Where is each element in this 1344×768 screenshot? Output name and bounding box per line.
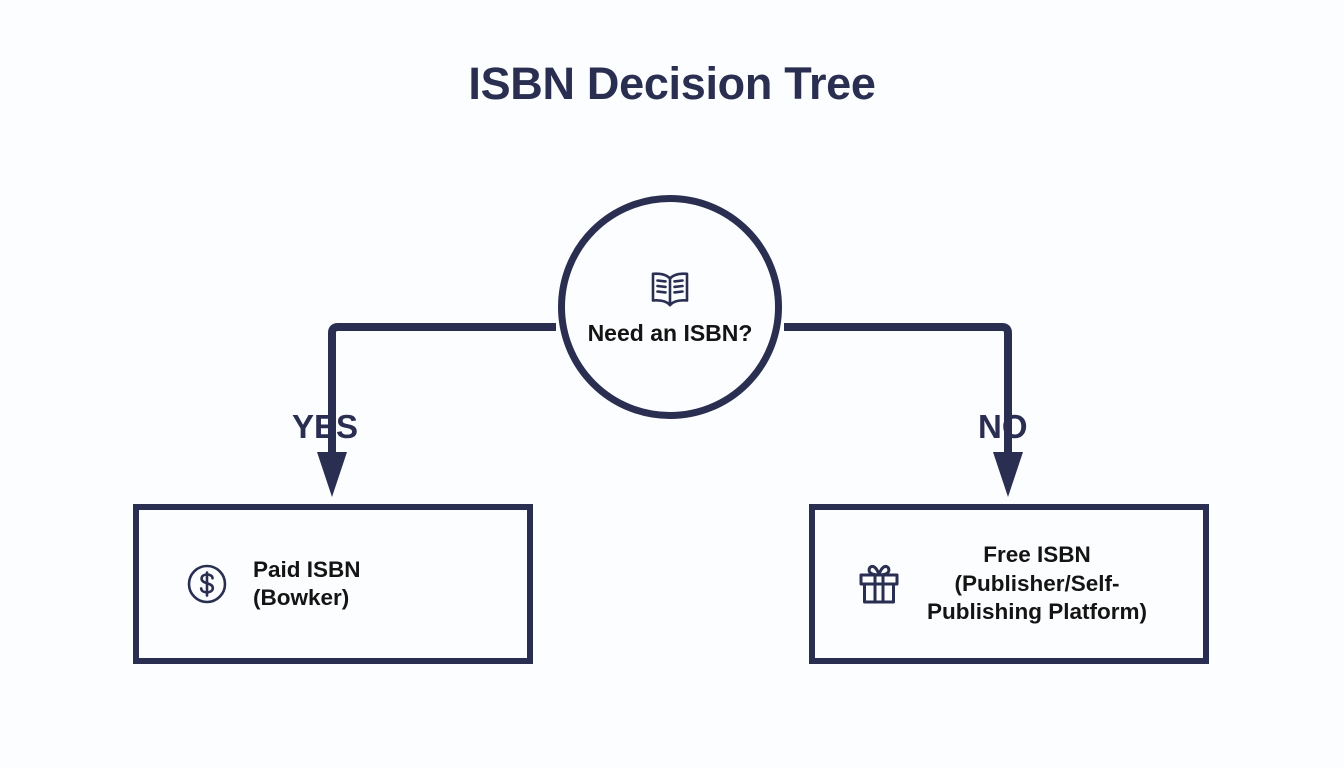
- dollar-coin-icon: [183, 560, 231, 608]
- branch-label-no: NO: [978, 408, 1028, 445]
- outcome-node-paid-isbn-label: Paid ISBN (Bowker): [253, 556, 361, 613]
- page-title: ISBN Decision Tree: [468, 58, 876, 109]
- decision-node-label: Need an ISBN?: [588, 319, 753, 348]
- gift-box-icon: [853, 558, 905, 610]
- decision-node-label-line-2: ISBN?: [683, 320, 753, 347]
- connector-no-line: [784, 323, 1012, 452]
- outcome-free-label-line-3: Publishing Platform): [927, 599, 1148, 625]
- outcome-free-label-line-1: Free ISBN: [983, 542, 1091, 568]
- outcome-node-free-isbn-label: Free ISBN (Publisher/Self- Publishing Pl…: [927, 541, 1147, 626]
- connector-no-arrowhead: [993, 452, 1023, 497]
- decision-node-root[interactable]: Need an ISBN?: [558, 195, 782, 419]
- connector-yes-arrowhead: [317, 452, 347, 497]
- outcome-node-free-isbn[interactable]: Free ISBN (Publisher/Self- Publishing Pl…: [809, 504, 1209, 664]
- connector-yes-line: [328, 323, 556, 452]
- outcome-free-label-line-2: (Publisher/Self-: [954, 570, 1120, 596]
- open-book-icon: [648, 269, 692, 309]
- outcome-node-paid-isbn[interactable]: Paid ISBN (Bowker): [133, 504, 533, 664]
- decision-node-label-line-1: Need an: [587, 320, 678, 347]
- outcome-paid-label-line-1: Paid ISBN: [253, 556, 361, 582]
- branch-label-yes: YES: [292, 408, 359, 445]
- outcome-paid-label-line-2: (Bowker): [253, 585, 350, 610]
